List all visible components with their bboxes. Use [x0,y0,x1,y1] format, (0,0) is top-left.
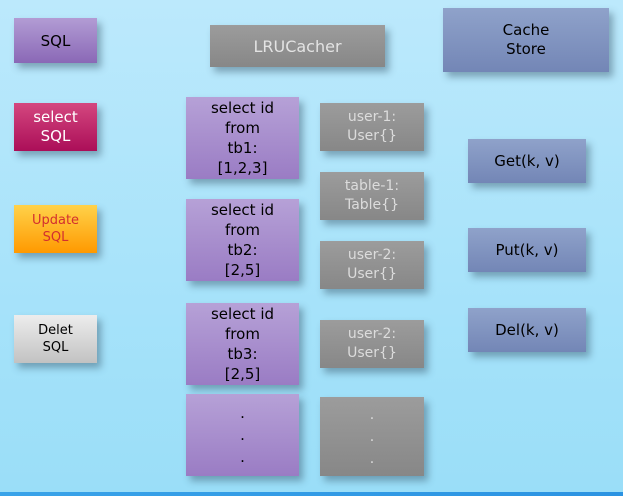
query-box-more: . . . [186,394,299,476]
cache-entry-user-2b: user-2: User{} [320,320,424,368]
del-operation-box: Del(k, v) [468,308,586,352]
cache-entry-user-2: user-2: User{} [320,241,424,289]
select-sql-box: select SQL [14,103,97,151]
sql-box: SQL [14,18,97,63]
get-operation-box: Get(k, v) [468,139,586,183]
cache-store-box: Cache Store [443,8,609,72]
lru-cacher-box: LRUCacher [210,25,385,67]
cache-entry-user-1: user-1: User{} [320,103,424,151]
cache-entry-table-1: table-1: Table{} [320,172,424,220]
cache-entry-more: . . . [320,397,424,476]
query-box-tb3: select id from tb3: [2,5] [186,303,299,385]
query-box-tb1: select id from tb1: [1,2,3] [186,97,299,179]
put-operation-box: Put(k, v) [468,228,586,272]
delete-sql-box: Delet SQL [14,315,97,363]
update-sql-box: Update SQL [14,205,97,253]
bottom-border [0,492,623,496]
query-box-tb2: select id from tb2: [2,5] [186,199,299,281]
